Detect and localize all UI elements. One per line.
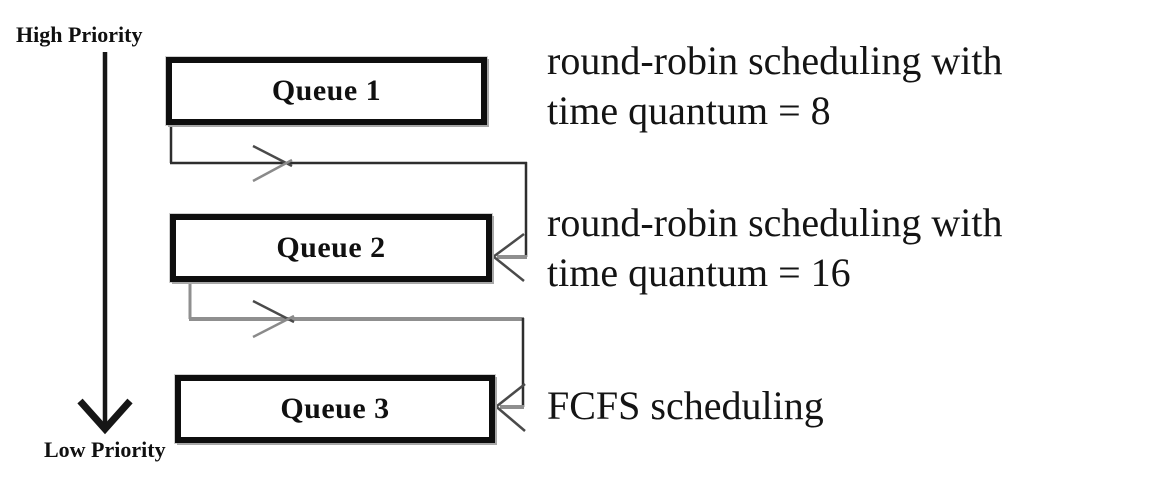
policy-line: round-robin scheduling with [547,200,1003,245]
left-arrowhead-icon [488,232,525,282]
queue-2-box: Queue 2 [170,214,492,282]
high-priority-label: High Priority [16,22,143,47]
q1-to-q2-connector [169,124,528,282]
policy-line: time quantum = 16 [547,250,851,295]
policy-line: time quantum = 8 [547,88,831,133]
right-arrowhead-icon [252,299,295,339]
left-arrowhead-icon [491,383,526,432]
queue-3-label: Queue 3 [280,392,390,425]
policy-line: FCFS scheduling [547,383,824,428]
queue-2-label: Queue 2 [276,231,386,264]
queue-1-label: Queue 1 [271,74,382,107]
policy-line: round-robin scheduling with [547,38,1003,83]
right-arrowhead-icon [252,144,293,183]
low-priority-label: Low Priority [44,437,166,462]
queue-1-policy-text: round-robin scheduling with time quantum… [547,36,1003,136]
priority-arrow [77,52,133,435]
priority-arrowhead-icon [77,398,133,435]
queue-3-policy-text: FCFS scheduling [547,381,824,431]
queue-2-policy-text: round-robin scheduling with time quantum… [547,198,1003,298]
queue-3-box: Queue 3 [175,375,495,443]
q2-to-q3-connector [188,281,526,432]
queue-1-box: Queue 1 [166,57,487,125]
